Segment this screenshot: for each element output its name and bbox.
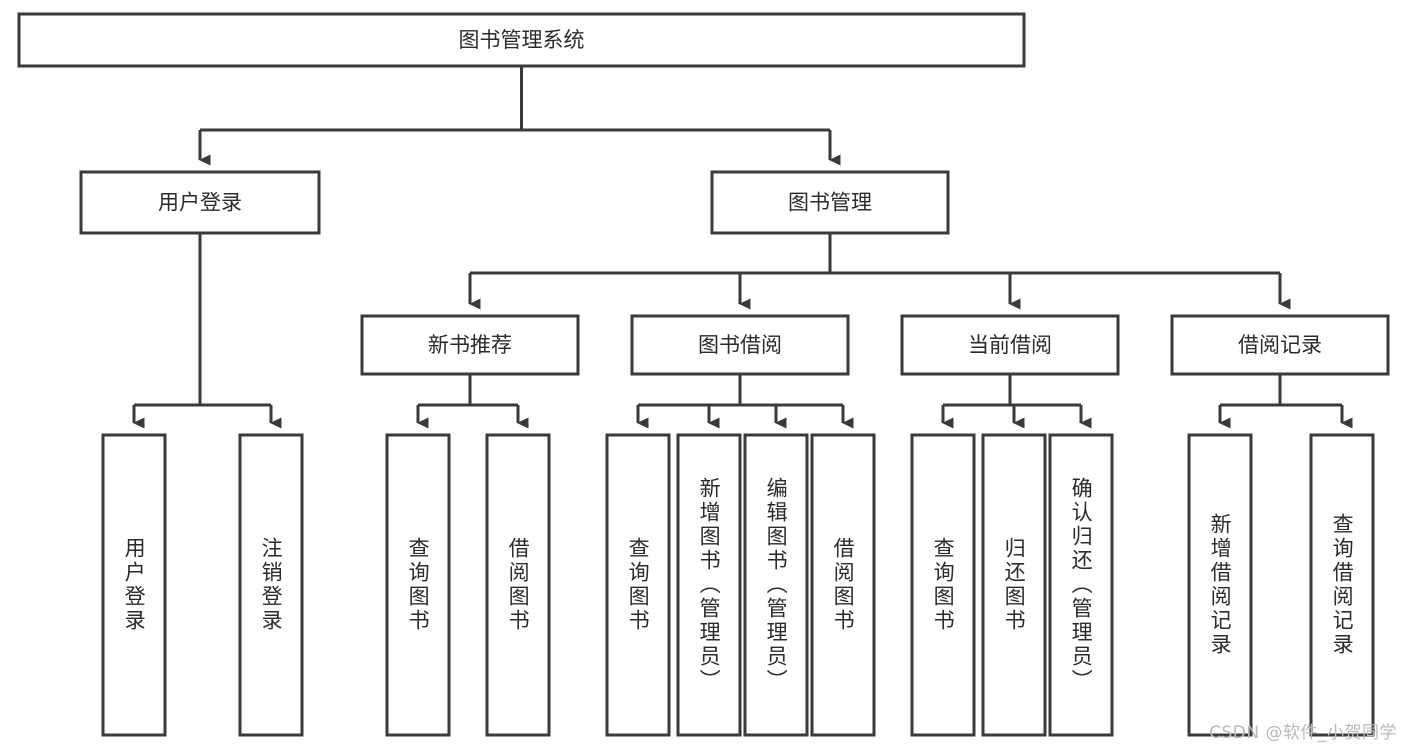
connector-current-borrow-to-leaves — [941, 374, 1092, 429]
node-box-leaf-logout-login[interactable] — [238, 433, 304, 737]
node-box-leaf-add-book-admin[interactable] — [676, 433, 742, 737]
node-box-leaf-borrow-book-2[interactable] — [810, 433, 876, 737]
node-box-user-login[interactable] — [79, 170, 321, 235]
node-box-current-borrow[interactable] — [900, 314, 1120, 376]
node-label-root: 图书管理系统 — [459, 28, 585, 52]
node-box-leaf-add-borrow-record[interactable] — [1187, 433, 1253, 737]
connector-user-login-to-leaves — [132, 233, 282, 429]
node-box-leaf-edit-book-admin[interactable] — [743, 433, 809, 737]
node-label-current-borrow: 当前借阅 — [968, 333, 1052, 357]
connector-root-to-level2 — [198, 66, 841, 166]
connector-lines — [132, 66, 1353, 429]
node-label-book-borrow: 图书借阅 — [698, 333, 782, 357]
node-box-leaf-query-book-1[interactable] — [385, 433, 451, 737]
watermark-text: CSDN @软件_小贺同学 — [1209, 723, 1397, 743]
connector-book-manage-to-level3 — [468, 233, 1291, 310]
connector-borrow-record-to-leaves — [1218, 374, 1353, 429]
node-box-leaf-borrow-book-1[interactable] — [485, 433, 551, 737]
node-label-borrow-record: 借阅记录 — [1238, 333, 1322, 357]
node-box-leaf-confirm-return-admin[interactable] — [1048, 433, 1114, 737]
connector-new-book-recommend-to-leaves — [416, 374, 529, 429]
node-label-user-login: 用户登录 — [158, 191, 242, 215]
node-boxes — [17, 12, 1390, 737]
node-box-borrow-record[interactable] — [1170, 314, 1390, 376]
node-box-leaf-query-book-2[interactable] — [605, 433, 671, 737]
node-label-new-book-recommend: 新书推荐 — [428, 333, 512, 357]
node-box-leaf-query-borrow-record[interactable] — [1309, 433, 1375, 737]
node-box-new-book-recommend[interactable] — [360, 314, 580, 376]
node-box-leaf-return-book[interactable] — [981, 433, 1047, 737]
node-box-leaf-query-book-3[interactable] — [910, 433, 976, 737]
node-box-root[interactable] — [17, 12, 1026, 68]
node-box-book-manage[interactable] — [710, 170, 950, 235]
node-label-book-manage: 图书管理 — [788, 191, 872, 215]
connector-book-borrow-to-leaves — [636, 374, 854, 429]
node-box-book-borrow[interactable] — [630, 314, 850, 376]
node-box-leaf-user-login[interactable] — [101, 433, 167, 737]
